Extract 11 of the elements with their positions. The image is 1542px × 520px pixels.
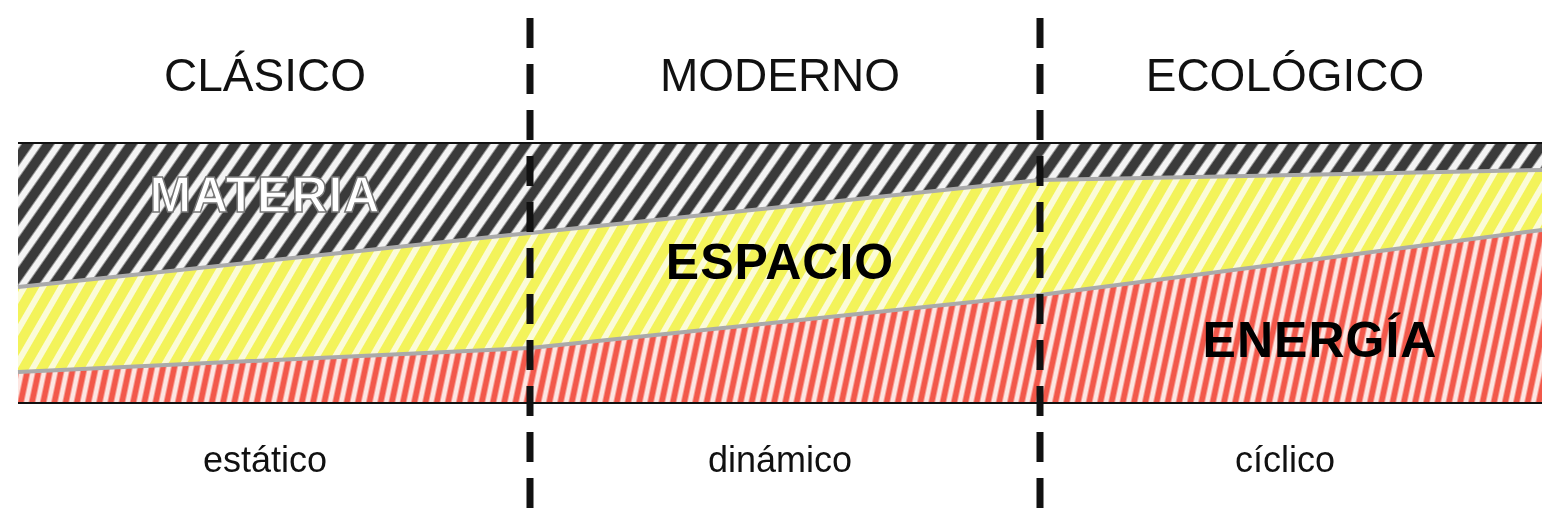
hatched-band	[18, 170, 1542, 372]
column-caption: cíclico	[1235, 439, 1335, 481]
band-label: ESPACIO	[665, 233, 895, 291]
column-heading: ECOLÓGICO	[1145, 48, 1425, 102]
column-caption: dinámico	[707, 439, 853, 481]
column-heading: MODERNO	[659, 48, 901, 102]
band-label: ENERGÍA	[1202, 311, 1438, 369]
hatched-band	[18, 143, 1542, 287]
column-heading: CLÁSICO	[164, 48, 366, 102]
column-caption: estático	[202, 439, 328, 481]
hatched-band	[18, 230, 1542, 403]
